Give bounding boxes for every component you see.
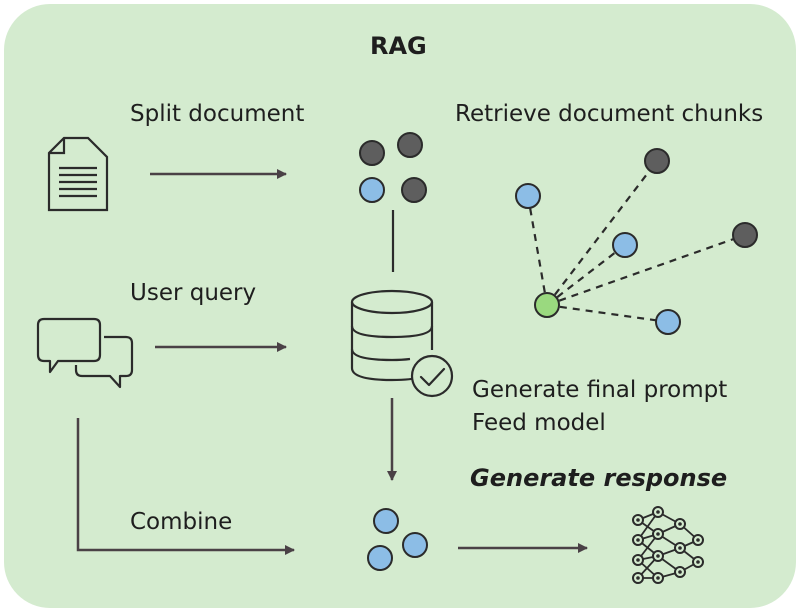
diagram-title: RAG xyxy=(370,32,427,60)
arrow-combine xyxy=(76,418,295,555)
retrieval-graph xyxy=(515,148,758,335)
label-generate-response: Generate response xyxy=(470,464,728,492)
chunk-node-dark xyxy=(359,140,385,166)
database-check-icon xyxy=(350,289,454,398)
chunk-node-dark xyxy=(397,132,423,158)
label-retrieve-chunks: Retrieve document chunks xyxy=(455,101,764,127)
label-generate-prompt: Generate final prompt xyxy=(472,377,728,403)
chunk-node-dark xyxy=(401,177,427,203)
chat-bubbles-icon xyxy=(36,317,134,389)
retrieved-node-blue xyxy=(515,183,541,209)
retrieved-node-dark xyxy=(644,148,670,174)
retrieved-node-blue xyxy=(655,309,681,335)
label-user-query: User query xyxy=(130,280,257,306)
chunk-nodes xyxy=(359,132,427,203)
chunk-node-blue xyxy=(359,177,385,203)
diagram-panel xyxy=(4,4,796,608)
label-feed-model: Feed model xyxy=(472,410,606,436)
query-node-green xyxy=(534,292,560,318)
label-split-document: Split document xyxy=(130,101,305,127)
label-combine: Combine xyxy=(130,509,233,535)
neural-network-icon xyxy=(632,506,704,584)
combined-nodes xyxy=(367,508,428,571)
retrieved-node-dark xyxy=(732,222,758,248)
retrieved-node-blue xyxy=(612,232,638,258)
document-icon xyxy=(47,136,109,212)
